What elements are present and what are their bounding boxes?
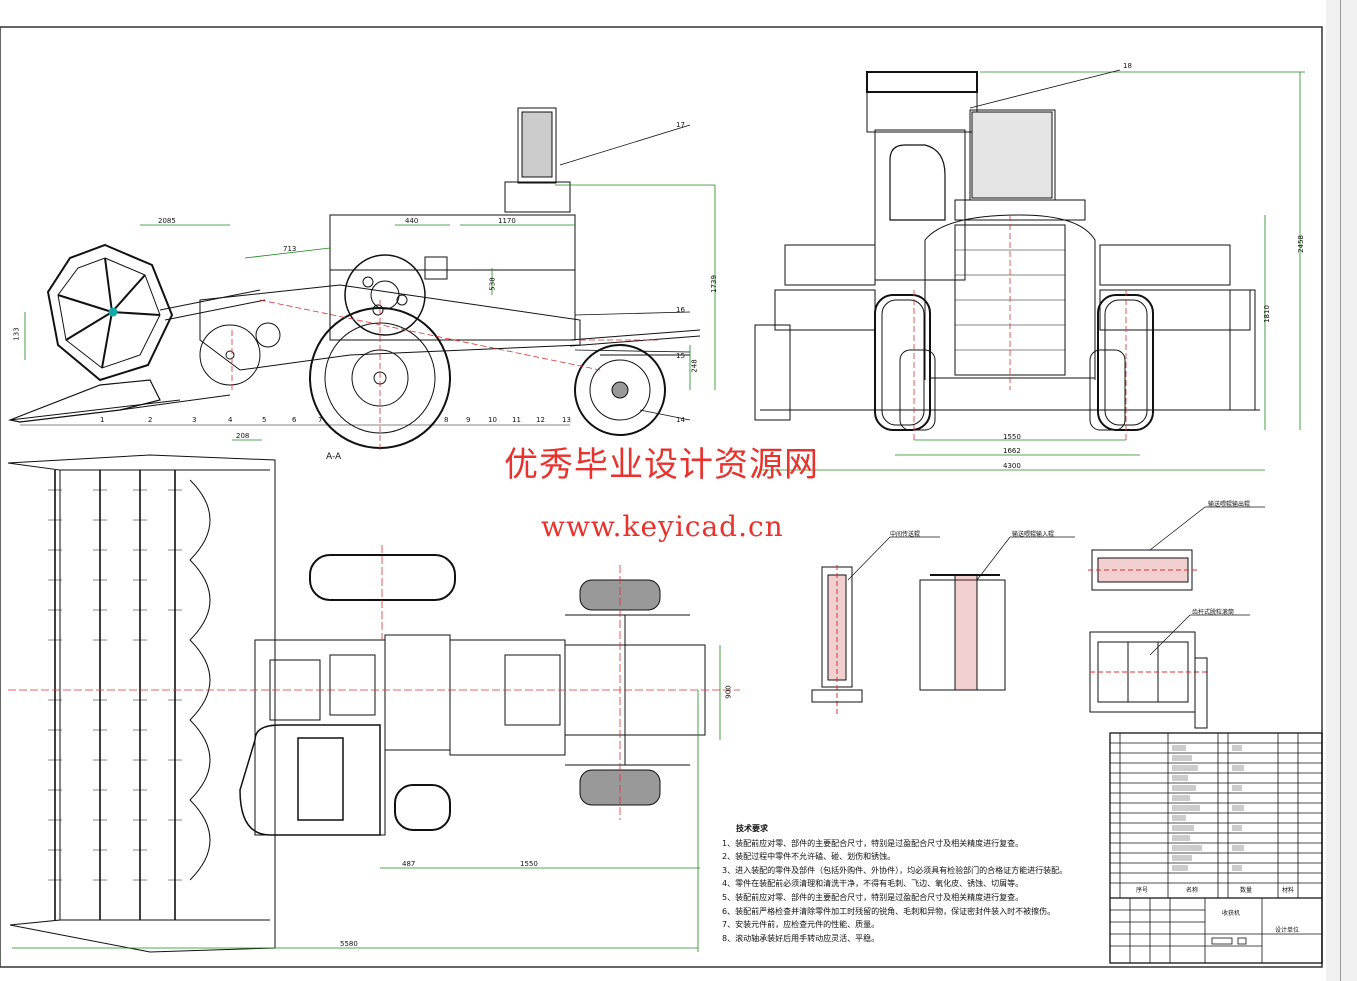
requirement-item: 5、装配前应对零、部件的主要配合尺寸，特别是过盈配合尺寸及相关精度进行复查。 [722, 892, 1024, 902]
bom-header-qty: 数量 [1240, 887, 1253, 894]
technical-requirements: 技术要求 1、装配前应对零、部件的主要配合尺寸，特别是过盈配合尺寸及相关精度进行… [722, 822, 1092, 945]
part-number: 10 [488, 416, 497, 424]
part-number: 1 [100, 416, 105, 424]
part-number: 12 [536, 416, 545, 424]
technical-requirements-title: 技术要求 [736, 824, 768, 833]
bom-header-index: 序号 [1136, 887, 1149, 894]
company-name: 设计单位 [1275, 927, 1300, 934]
part-number: 8 [444, 416, 449, 424]
bill-of-materials [1109, 732, 1323, 964]
part-number: 14 [676, 416, 685, 424]
front-view [754, 69, 1305, 471]
dim-label: 2085 [158, 217, 176, 225]
requirement-item: 1、装配前应对零、部件的主要配合尺寸，特别是过盈配合尺寸及相关精度进行复查。 [722, 838, 1024, 848]
dim-label: 487 [402, 860, 416, 868]
drawing-border [0, 26, 1323, 968]
requirement-item: 3、进入装配的零件及部件（包括外购件、外协件），均必须具有检验部门的合格证方能进… [722, 865, 1068, 875]
section-label: A-A [326, 452, 342, 462]
part-number: 9 [466, 416, 471, 424]
requirement-item: 4、零件在装配前必须清理和清洗干净，不得有毛刺、飞边、氧化皮、锈蚀、切屑等。 [722, 879, 1024, 889]
watermark-site-name: 优秀毕业设计资源网 [504, 445, 819, 485]
dim-label: 1739 [709, 275, 718, 293]
detail-views [811, 506, 1265, 729]
detail-label: 输送喂辊输出辊 [1208, 501, 1251, 508]
requirement-item: 8、滚动轴承装好后用手转动应灵活、平稳。 [722, 933, 880, 943]
part-number: 16 [676, 306, 685, 314]
part-callout: 18 [1123, 62, 1132, 70]
dim-label: 1170 [498, 217, 516, 225]
detail-label: 齿杆式脱粒滚筒 [1192, 609, 1235, 616]
dim-label: 208 [236, 432, 250, 440]
dim-label: 900 [724, 685, 733, 699]
top-view [7, 454, 740, 953]
dim-label: 1662 [1003, 447, 1021, 455]
dim-label: 2458 [1296, 235, 1305, 253]
detail-label: 输送喂辊输入辊 [1012, 531, 1055, 538]
part-number: 2 [148, 416, 153, 424]
part-number: 15 [676, 352, 685, 360]
part-callout: 17 [676, 121, 685, 129]
dim-label: 1550 [1003, 433, 1021, 441]
dim-label: 1810 [1262, 305, 1271, 323]
right-margin [1326, 0, 1357, 981]
dim-label: 4300 [1003, 462, 1021, 470]
part-number: 7 [318, 416, 323, 424]
drawing-name: 收获机 [1222, 910, 1241, 917]
dim-label: 713 [283, 245, 297, 253]
dim-label: 133 [12, 327, 21, 341]
requirement-item: 7、安装元件前，应检查元件的性能、质量。 [722, 920, 880, 930]
watermark-url: www.keyicad.cn [541, 510, 784, 543]
requirement-item: 2、装配过程中零件不允许磕、碰、划伤和锈蚀。 [722, 852, 896, 862]
side-view [7, 107, 716, 450]
dim-label: 538 [488, 277, 497, 291]
bom-header-material: 材料 [1282, 887, 1295, 894]
part-number: 13 [562, 416, 571, 424]
dim-label: 1550 [520, 860, 538, 868]
requirement-item: 6、装配前严格检查并清除零件加工时残留的锐角、毛刺和异物，保证密封件装入时不被擦… [722, 906, 1056, 916]
part-number: 6 [292, 416, 297, 424]
detail-label: 中间传送辊 [890, 531, 921, 538]
dim-label: 440 [405, 217, 419, 225]
part-number: 3 [192, 416, 197, 424]
bom-header-name: 名称 [1186, 887, 1199, 894]
part-number: 5 [262, 416, 267, 424]
part-number: 11 [512, 416, 521, 424]
part-number: 4 [228, 416, 233, 424]
dim-label: 248 [690, 359, 699, 373]
dim-label: 5580 [340, 940, 358, 948]
